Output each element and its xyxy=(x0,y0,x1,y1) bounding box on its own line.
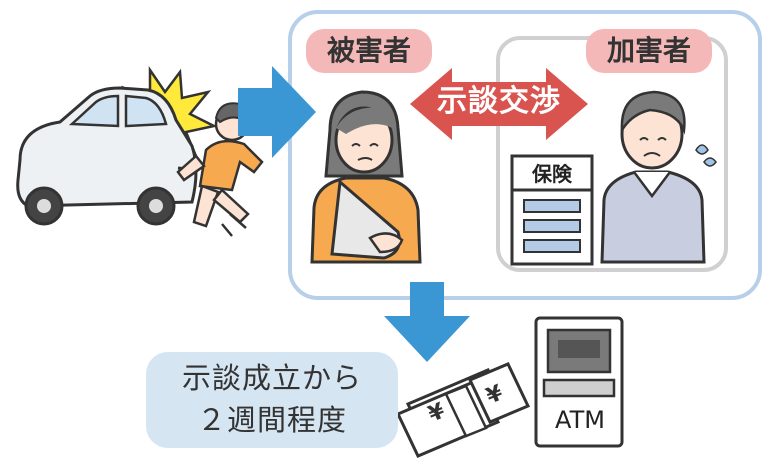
right-arrow-icon xyxy=(238,66,316,158)
atm-label: ATM xyxy=(555,406,605,434)
timing-text-line1: 示談成立から xyxy=(181,361,362,395)
negotiation-arrow-icon xyxy=(410,68,588,140)
timing-box xyxy=(146,352,398,448)
car-icon xyxy=(16,86,198,226)
insurance-building-icon xyxy=(510,154,594,266)
down-arrow-icon xyxy=(384,282,470,362)
perpetrator-person-icon xyxy=(600,90,717,264)
timing-text-line2: ２週間程度 xyxy=(196,403,347,437)
victim-person-icon xyxy=(310,90,422,264)
cash-bundle-icon: ¥ ¥ xyxy=(395,362,531,458)
negotiation-label: 示談交渉 xyxy=(437,84,561,119)
victim-label: 被害者 xyxy=(306,29,432,73)
insurance-label: 保険 xyxy=(532,162,572,186)
perpetrator-label: 加害者 xyxy=(586,29,712,73)
atm-icon xyxy=(534,316,624,448)
